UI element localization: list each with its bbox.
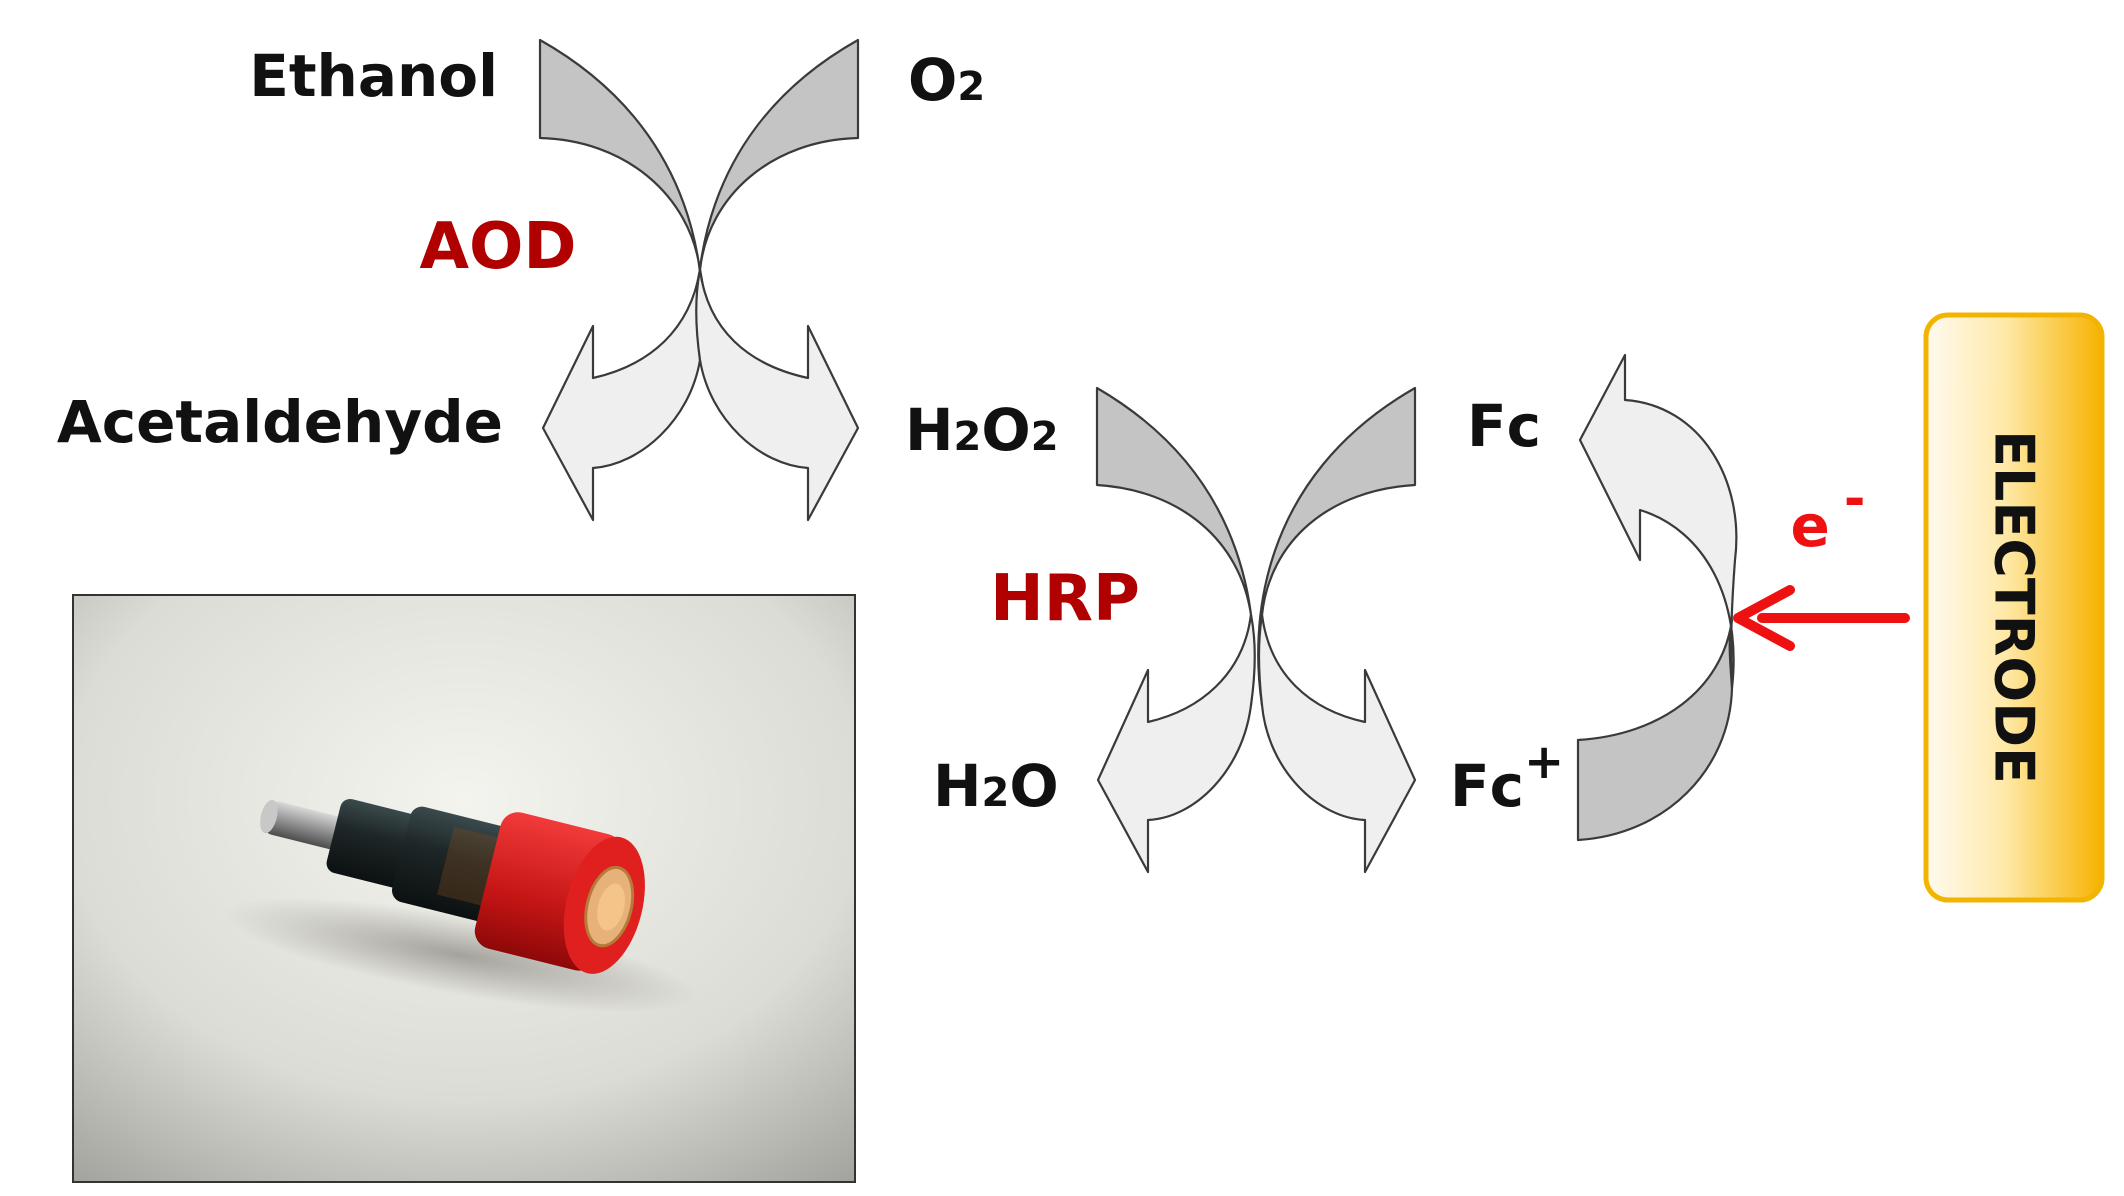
electrode-block: ELECTRODE <box>1923 312 2105 903</box>
acetaldehyde-label: Acetaldehyde <box>57 388 503 456</box>
fc-label: Fc <box>1467 392 1541 460</box>
h2o2-label: H2O2 <box>905 396 1059 464</box>
hrp-enzyme-label: HRP <box>990 562 1140 636</box>
h2o2-arrow-head <box>695 268 860 522</box>
fc-arrow-head <box>1578 353 1738 690</box>
fc-arrow-tail <box>1257 386 1417 707</box>
electron-label: e- <box>1791 469 1866 560</box>
h2o-arrow-head <box>1096 613 1256 874</box>
electrode-label: ELECTRODE <box>1983 430 2046 784</box>
sensor-photo <box>72 594 856 1183</box>
hrp-reaction-arrows <box>1095 386 1417 874</box>
ethanol-arrow-tail <box>538 38 704 362</box>
h2o2-arrow-tail <box>1095 386 1255 707</box>
fcplus-arrow-tail <box>1576 618 1734 842</box>
o2-label: O2 <box>908 46 985 114</box>
mediator-loop-arrows <box>1576 353 1738 842</box>
ethanol-label: Ethanol <box>249 42 498 110</box>
fcplus-label: Fc+ <box>1450 734 1564 820</box>
fcplus-arrow-head <box>1257 613 1417 874</box>
aod-reaction-arrows <box>538 38 860 522</box>
h2o-label: H2O <box>933 752 1059 820</box>
acetaldehyde-arrow-head <box>541 268 705 522</box>
electrode-box <box>1923 312 2105 903</box>
electron-transfer-arrow <box>1733 585 1910 651</box>
aod-enzyme-label: AOD <box>419 210 576 284</box>
sensor-object <box>260 798 645 974</box>
o2-arrow-tail <box>696 38 860 362</box>
